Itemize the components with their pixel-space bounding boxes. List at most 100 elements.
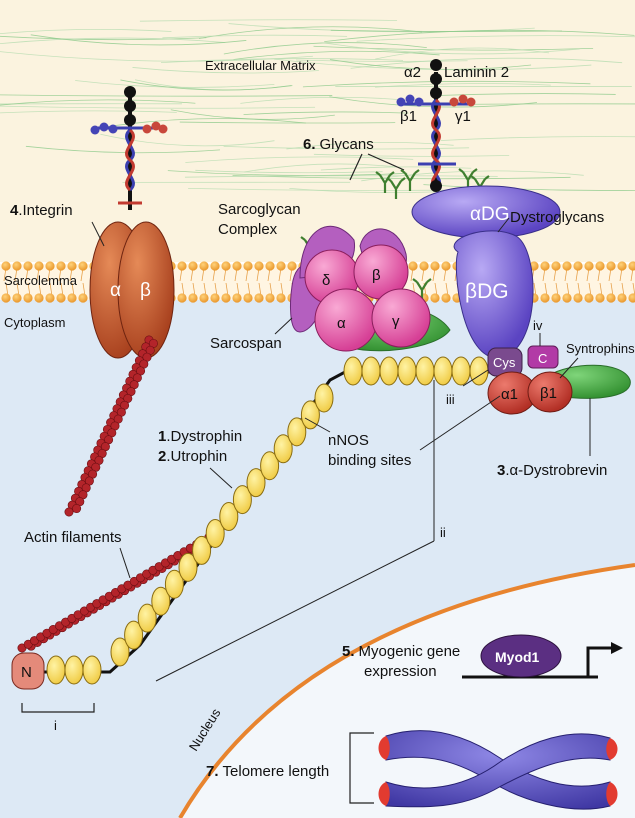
spectrin-repeat bbox=[246, 468, 266, 498]
spectrin-repeat bbox=[433, 356, 453, 386]
lipid-head bbox=[584, 261, 594, 271]
lipid-head bbox=[34, 261, 44, 271]
label-i: i bbox=[54, 718, 57, 733]
lipid-head bbox=[551, 261, 561, 271]
telomere-bracket bbox=[349, 732, 374, 804]
collagen-fiber bbox=[356, 35, 635, 42]
spectrin-repeat bbox=[110, 637, 130, 667]
spectrin-repeat bbox=[287, 417, 307, 447]
lipid-head bbox=[56, 261, 66, 271]
collagen-fiber bbox=[0, 105, 316, 109]
spectrin-repeat bbox=[379, 356, 399, 386]
spectrin-repeat bbox=[164, 569, 184, 599]
spectrin-repeat bbox=[178, 552, 198, 582]
lipid-head bbox=[12, 293, 22, 303]
collagen-fiber bbox=[185, 156, 414, 163]
nnos-pointer-2 bbox=[419, 395, 501, 451]
lipid-head bbox=[276, 293, 286, 303]
laminin-2 bbox=[396, 59, 476, 192]
glycans-pointer-2 bbox=[367, 153, 405, 171]
collagen-fiber bbox=[0, 94, 333, 97]
collagen-fiber bbox=[139, 19, 398, 22]
collagen-fiber bbox=[25, 145, 221, 154]
telomere-cap bbox=[378, 736, 390, 760]
lipid-head bbox=[23, 293, 33, 303]
integrin-pointer bbox=[91, 221, 105, 247]
collagen-fiber bbox=[162, 34, 348, 39]
gamma-sg-label: γ bbox=[392, 313, 400, 330]
collagen-fiber bbox=[160, 58, 404, 64]
lipid-head bbox=[78, 293, 88, 303]
beta-sg-label: β bbox=[372, 267, 381, 284]
collagen-fiber bbox=[170, 109, 335, 120]
nnos-label-line2: binding sites bbox=[328, 452, 411, 469]
integrin-label: 4.Integrin bbox=[10, 202, 73, 219]
chromosome bbox=[378, 730, 618, 810]
collagen-fiber bbox=[0, 110, 177, 114]
spectrin-repeat bbox=[469, 356, 489, 386]
lipid-head bbox=[221, 261, 231, 271]
lipid-head bbox=[45, 293, 55, 303]
dystrophin-label: 1.Dystrophin bbox=[158, 428, 242, 445]
glycan-sprig bbox=[386, 177, 406, 199]
dystrophin-pointer bbox=[209, 467, 233, 489]
spectrin-repeat bbox=[219, 502, 239, 532]
syntrophins-label: Syntrophins bbox=[566, 341, 635, 356]
collagen-fiber bbox=[375, 83, 551, 88]
lipid-head bbox=[551, 293, 561, 303]
spectrin-repeat bbox=[415, 356, 435, 386]
label-iv: iv bbox=[533, 318, 543, 333]
dystroglycans-label: Dystroglycans bbox=[510, 209, 604, 226]
collagen-fiber bbox=[0, 99, 196, 106]
collagen-fibers bbox=[0, 19, 635, 194]
n-terminal-domain bbox=[11, 652, 45, 690]
collagen-fiber bbox=[0, 37, 226, 45]
collagen-fiber bbox=[295, 59, 468, 62]
collagen-fiber bbox=[195, 169, 383, 174]
collagen-fiber bbox=[313, 153, 510, 157]
cys-label: Cys bbox=[493, 355, 516, 370]
integrin-beta-label: β bbox=[140, 280, 151, 301]
nuclear-envelope bbox=[178, 563, 635, 818]
collagen-fiber bbox=[313, 45, 594, 51]
collagen-fiber bbox=[244, 163, 402, 173]
spectrin-repeat bbox=[343, 356, 363, 386]
collagen-fiber bbox=[100, 133, 275, 147]
collagen-fiber bbox=[302, 80, 591, 88]
collagen-fiber bbox=[440, 136, 635, 141]
dystroglycans-pointer bbox=[497, 217, 510, 233]
laminin-beta1-label: β1 bbox=[400, 108, 417, 125]
delta-label: δ bbox=[322, 272, 330, 289]
laminin-alpha2-label: α2 bbox=[404, 64, 421, 81]
actin-label: Actin filaments bbox=[24, 529, 122, 546]
lipid-head bbox=[177, 293, 187, 303]
telomere-cap bbox=[606, 738, 618, 760]
spectrin-repeat bbox=[192, 535, 212, 565]
sarcoglycan-label-line1: Sarcoglycan bbox=[218, 201, 301, 218]
lipid-head bbox=[573, 293, 583, 303]
lipid-head bbox=[12, 261, 22, 271]
lipid-head bbox=[408, 261, 418, 271]
lipid-head bbox=[562, 293, 572, 303]
lipid-head bbox=[67, 261, 77, 271]
collagen-fiber bbox=[75, 80, 275, 88]
spectrin-like-repeats bbox=[46, 356, 489, 685]
myod1-label: Myod1 bbox=[495, 649, 540, 665]
spectrin-repeat bbox=[397, 356, 417, 386]
collagen-fiber bbox=[120, 79, 293, 91]
dystrobrevin-label: 3.α-Dystrobrevin bbox=[497, 462, 607, 479]
actin-monomer bbox=[72, 504, 82, 514]
nnos-pointer-1 bbox=[304, 417, 331, 433]
telomere-cap bbox=[378, 782, 390, 806]
spectrin-repeat bbox=[314, 383, 334, 413]
lipid-head bbox=[199, 293, 209, 303]
laminin-title: Laminin 2 bbox=[444, 64, 509, 81]
spectrin-repeat bbox=[137, 603, 157, 633]
spectrin-repeat bbox=[82, 655, 102, 685]
lipid-head bbox=[78, 261, 88, 271]
lipid-head bbox=[573, 261, 583, 271]
arrowhead bbox=[611, 642, 623, 654]
alpha-sarcoglycan bbox=[314, 288, 378, 352]
